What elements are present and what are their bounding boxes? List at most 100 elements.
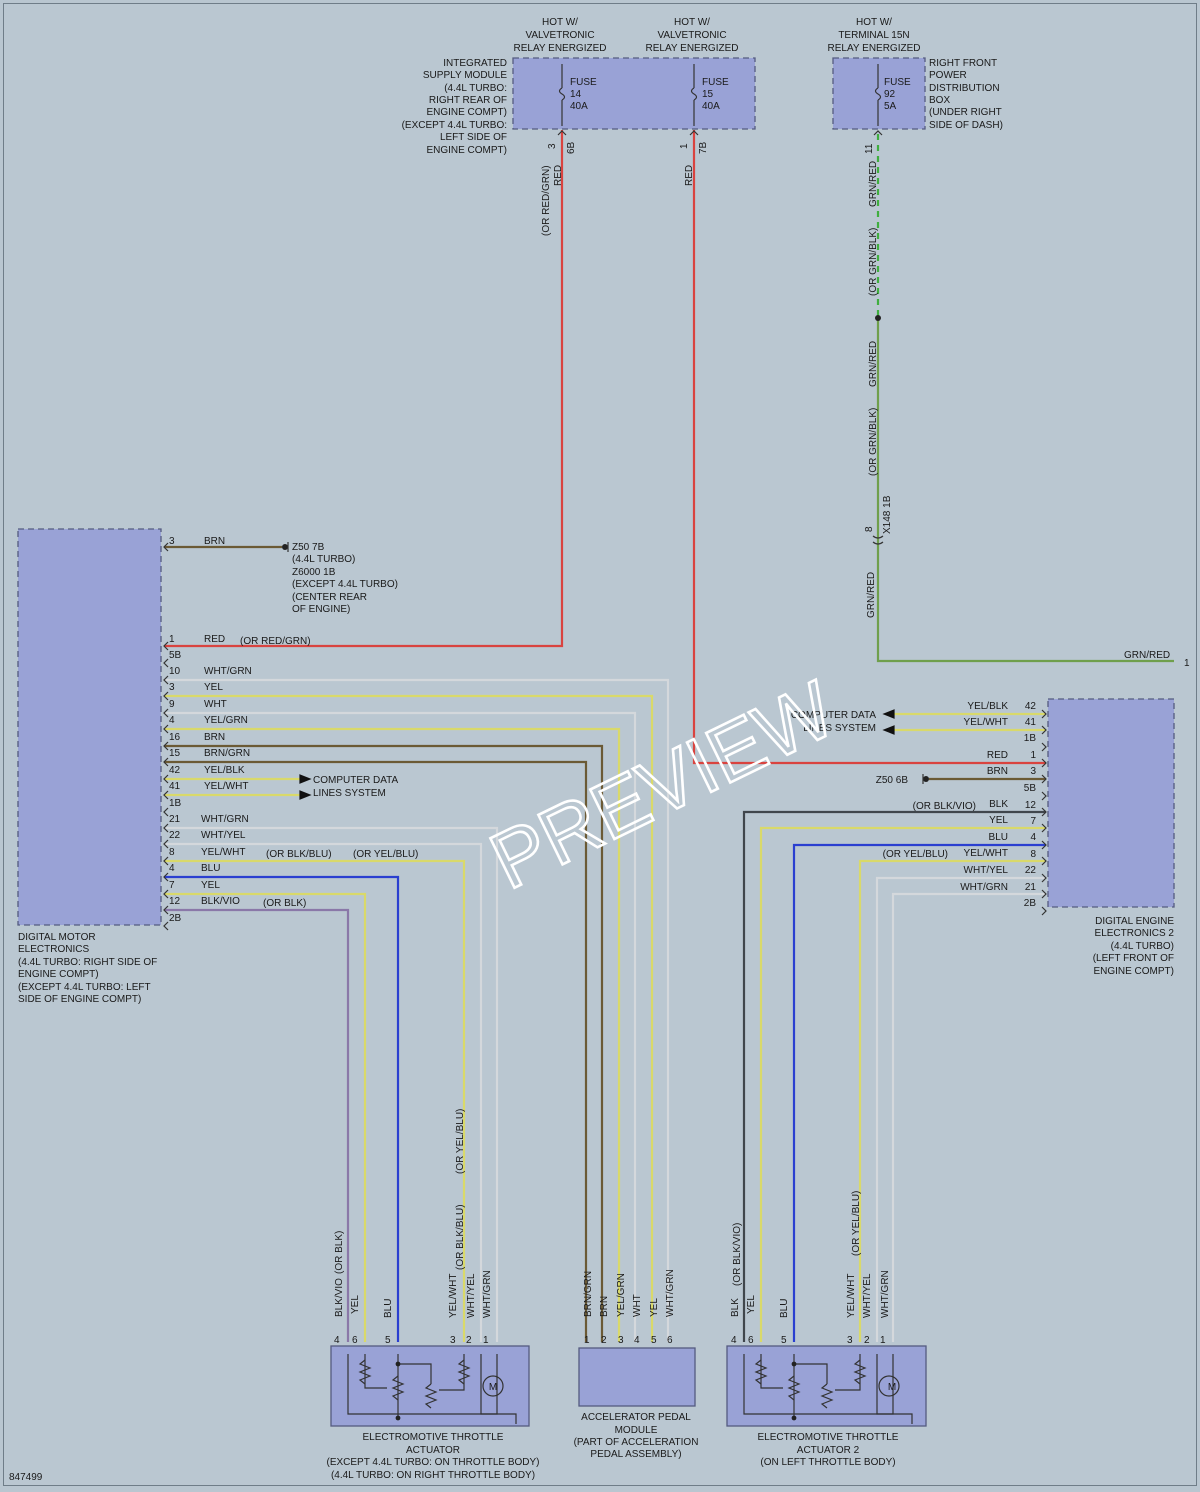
wire-yel-wht-eta1 [164,859,466,1342]
svg-text:(CENTER REAR: (CENTER REAR [292,592,367,603]
svg-text:3: 3 [169,682,175,693]
preview-watermark: PREVIEW [477,664,848,906]
eta1-resistor-icon [457,1359,471,1385]
svg-text:(OR RED/GRN): (OR RED/GRN) [240,636,311,647]
svg-text:1B: 1B [1024,733,1037,744]
dme-data-lines-label: COMPUTER DATA LINES SYSTEM [313,775,399,799]
svg-text:5: 5 [651,1335,657,1346]
svg-text:WHT/GRN: WHT/GRN [201,814,249,825]
fuse14-label: FUSE 14 40A [570,77,597,112]
svg-text:41: 41 [169,781,181,792]
svg-text:(EXCEPT 4.4L TURBO:: (EXCEPT 4.4L TURBO: [402,120,507,131]
svg-text:YEL: YEL [350,1295,361,1314]
fuse14-hot-label: HOT W/ VALVETRONIC RELAY ENERGIZED [514,17,607,54]
svg-text:21: 21 [169,814,181,825]
svg-text:(OR YEL/BLU): (OR YEL/BLU) [353,849,418,860]
svg-text:MODULE: MODULE [615,1425,658,1436]
svg-text:9: 9 [169,699,175,710]
svg-text:92: 92 [884,89,896,100]
fuse92-hot-label: HOT W/ TERMINAL 15N RELAY ENERGIZED [828,17,921,54]
eta2-label: ELECTROMOTIVE THROTTLE ACTUATOR 2 (ON LE… [758,1432,899,1468]
wire-wht-apm [164,711,637,1342]
pin-chevron-icon [163,921,169,931]
svg-text:YEL/WHT: YEL/WHT [846,1274,857,1318]
svg-text:22: 22 [1025,865,1037,876]
svg-text:ELECTRONICS 2: ELECTRONICS 2 [1095,928,1175,939]
dme2-module [1047,698,1175,908]
svg-text:WHT/YEL: WHT/YEL [862,1273,873,1318]
svg-text:(PART OF ACCELERATION: (PART OF ACCELERATION [574,1437,699,1448]
wire-wht-grn-eta1 [164,826,499,1342]
svg-text:12: 12 [1025,800,1037,811]
dme2-data-lines-label: COMPUTER DATA LINES SYSTEM [791,710,877,734]
svg-text:2: 2 [601,1335,607,1346]
svg-text:(OR BLK/VIO): (OR BLK/VIO) [913,801,976,812]
svg-text:6: 6 [667,1335,673,1346]
apm-wire-labels: BRN/GRN BRN YEL/GRN WHT YEL WHT/GRN [583,1269,676,1317]
svg-text:COMPUTER DATA: COMPUTER DATA [791,710,877,721]
dme-label: DIGITAL MOTOR ELECTRONICS (4.4L TURBO: R… [18,932,157,1005]
rfpd-label: RIGHT FRONT POWER DISTRIBUTION BOX (UNDE… [929,58,1003,131]
wiring-diagram-page: HOT W/ VALVETRONIC RELAY ENERGIZED HOT W… [3,3,1197,1486]
connector-chevron-icon [873,130,883,136]
svg-text:Z6000 1B: Z6000 1B [292,567,336,578]
svg-text:DIGITAL MOTOR: DIGITAL MOTOR [18,932,96,943]
svg-text:(4.4L TURBO: RIGHT SIDE OF: (4.4L TURBO: RIGHT SIDE OF [18,957,157,968]
wire-blu-eta1 [164,875,400,1342]
dme-module [17,528,162,926]
pin-chevron-icon [163,889,169,899]
svg-text:7: 7 [1030,816,1036,827]
connector-chevron-icon [689,130,699,136]
svg-text:(UNDER RIGHT: (UNDER RIGHT [929,107,1002,118]
wires [164,130,1174,1342]
eta1-pot-wire [364,1354,387,1389]
svg-text:ELECTRONICS: ELECTRONICS [18,944,89,955]
arrow-left-icon [882,709,895,719]
svg-text:1B: 1B [169,798,182,809]
svg-text:(LEFT FRONT OF: (LEFT FRONT OF [1093,953,1174,964]
svg-text:1: 1 [880,1335,886,1346]
svg-text:22: 22 [169,830,181,841]
svg-text:(OR YEL/BLU): (OR YEL/BLU) [851,1191,862,1256]
svg-text:(OR BLK/VIO): (OR BLK/VIO) [732,1223,743,1286]
svg-text:BRN: BRN [599,1296,610,1317]
fuse14-icon [558,87,566,101]
svg-text:3: 3 [847,1335,853,1346]
svg-text:3: 3 [450,1335,456,1346]
pin-chevron-icon [163,872,169,882]
svg-text:YEL/WHT: YEL/WHT [964,848,1008,859]
svg-text:YEL/GRN: YEL/GRN [616,1273,627,1317]
pin-chevron-icon [1041,807,1047,817]
svg-text:2B: 2B [169,913,182,924]
wire-yel-eta2 [759,826,1046,1342]
svg-text:(4.4L TURBO): (4.4L TURBO) [1111,941,1174,952]
svg-text:ENGINE COMPT): ENGINE COMPT) [18,969,99,980]
arrow-right-icon [299,774,312,784]
svg-text:40A: 40A [570,101,588,112]
pin-chevron-icon [1041,758,1047,768]
svg-text:(OR BLK/BLU): (OR BLK/BLU) [455,1204,466,1270]
svg-text:WHT/GRN: WHT/GRN [482,1270,493,1318]
pin-chevron-icon [1041,840,1047,850]
svg-text:PEDAL ASSEMBLY): PEDAL ASSEMBLY) [590,1449,681,1460]
svg-text:ENGINE COMPT): ENGINE COMPT) [426,145,507,156]
svg-text:4: 4 [731,1335,737,1346]
eta1-pin-numbers: 4 6 5 3 2 1 [334,1335,489,1346]
svg-text:FUSE: FUSE [702,77,729,88]
ism-label: INTEGRATED SUPPLY MODULE (4.4L TURBO: RI… [402,58,508,156]
svg-text:1: 1 [1030,750,1036,761]
pin-chevron-icon [163,839,169,849]
svg-text:41: 41 [1025,717,1037,728]
svg-text:RIGHT FRONT: RIGHT FRONT [929,58,997,69]
wire-blk-vio-eta1 [164,908,350,1342]
svg-text:ENGINE COMPT): ENGINE COMPT) [1093,966,1174,977]
svg-text:(EXCEPT 4.4L TURBO: LEFT: (EXCEPT 4.4L TURBO: LEFT [18,982,151,993]
wire-blu-eta2 [792,843,1046,1342]
svg-text:HOT W/: HOT W/ [856,17,892,28]
wire-label: RED [553,165,564,186]
eta1-junction-icon [395,1361,401,1367]
throttle-actuator-1 [330,1345,530,1427]
svg-text:FUSE: FUSE [570,77,597,88]
svg-text:BLU: BLU [383,1299,394,1318]
svg-text:(OR BLK/BLU): (OR BLK/BLU) [266,849,332,860]
